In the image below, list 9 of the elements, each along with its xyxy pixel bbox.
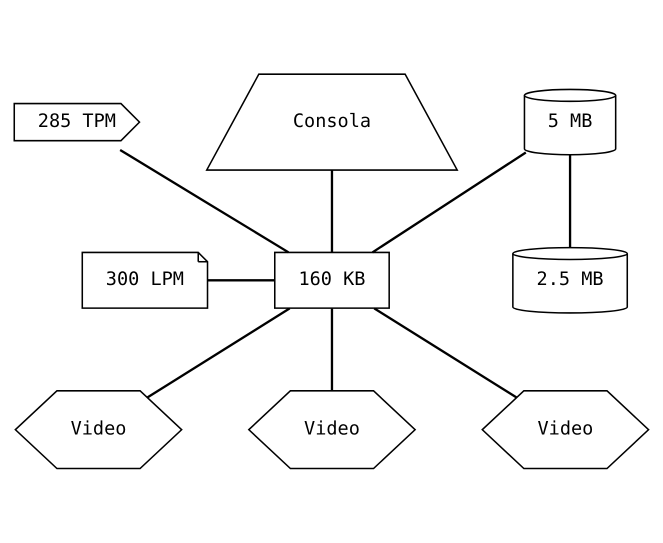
connector: [146, 307, 290, 399]
connector: [208, 279, 275, 282]
connector: [330, 308, 334, 390]
connector: [374, 307, 518, 399]
connector: [330, 170, 334, 252]
node-box: 160 KB: [274, 252, 390, 309]
connector: [120, 148, 290, 254]
connector: [372, 152, 526, 254]
connector: [568, 155, 572, 248]
